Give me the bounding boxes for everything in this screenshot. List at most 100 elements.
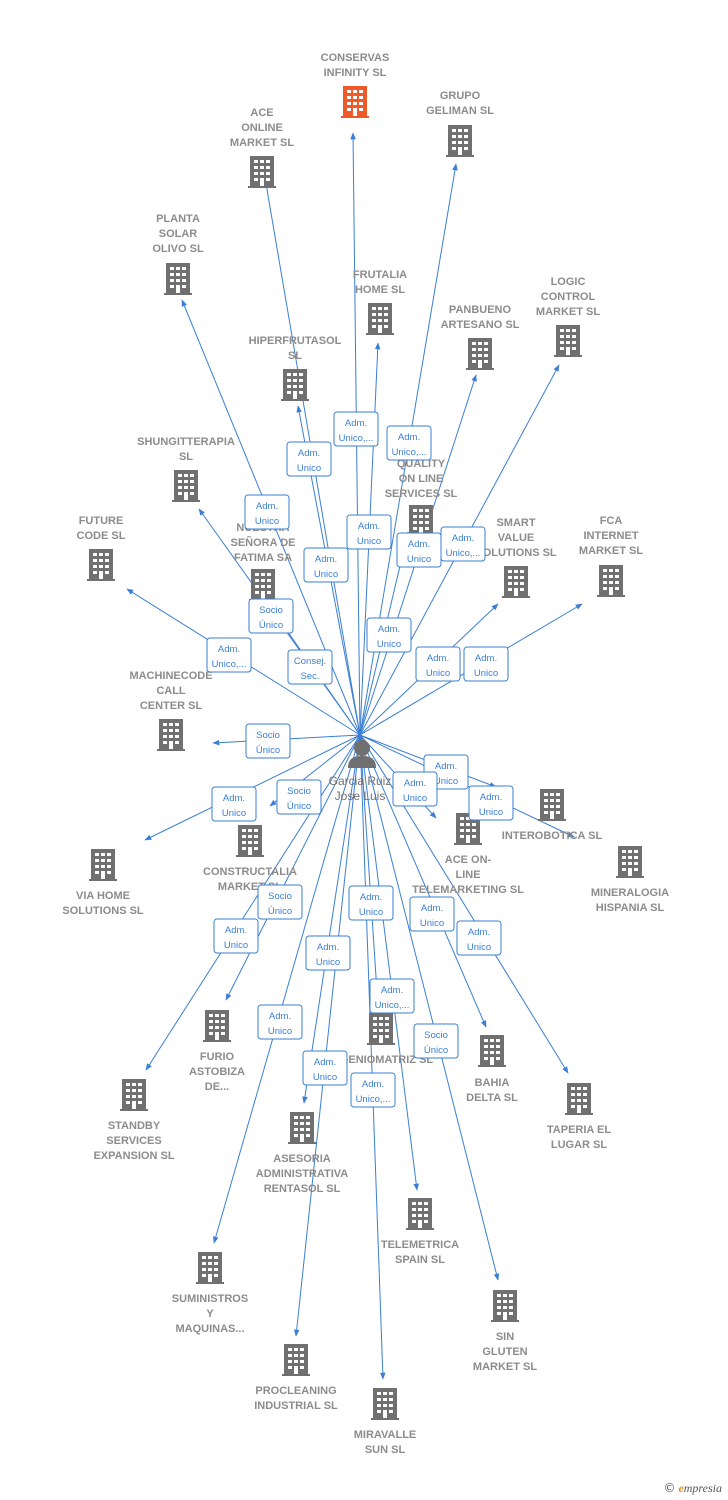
relation-label-line: Unico,... (356, 1094, 391, 1105)
relation-label[interactable]: Adm.Unico,... (350, 1072, 396, 1108)
relation-label[interactable]: Adm.Unico (456, 920, 502, 956)
relation-edge (213, 734, 361, 1244)
relation-label-line: Unico (316, 957, 340, 968)
company-node[interactable]: SUMINISTROSYMAQUINAS... (172, 1252, 248, 1335)
relation-label[interactable]: Adm.Unico (303, 547, 349, 583)
relation-label[interactable]: Adm.Unico (286, 441, 332, 477)
company-name-line: CENTER SL (140, 700, 203, 712)
relation-label-line: Socio (424, 1030, 448, 1041)
relation-label[interactable]: Adm.Unico (396, 532, 442, 568)
relation-label-box (302, 1050, 348, 1086)
company-name-line: LINE (455, 869, 480, 881)
company-name-line: MINERALOGIA (591, 887, 669, 899)
relation-label[interactable]: Adm.Unico,... (333, 411, 379, 447)
relation-label[interactable]: Adm.Unico (348, 885, 394, 921)
company-name-line: TELEMARKETING SL (412, 884, 524, 896)
company-name-line: INGENIOMATRIZ SL (329, 1054, 434, 1066)
company-name-line: MARKET SL (579, 545, 643, 557)
company-node[interactable]: INTEROBOTICA SL (502, 789, 603, 842)
relation-label-line: Unico,... (446, 548, 481, 559)
relation-label[interactable]: Adm.Unico (463, 646, 509, 682)
company-name-line: CODE SL (77, 530, 126, 542)
relation-label[interactable]: Adm.Unico,... (206, 637, 252, 673)
relation-label[interactable]: Adm.Unico (346, 514, 392, 550)
relation-label-box (366, 617, 412, 653)
company-name-line: TAPERIA EL (547, 1124, 611, 1136)
relation-label-line: Consej. (294, 656, 326, 667)
company-name-line: INDUSTRIAL SL (254, 1400, 338, 1412)
company-name-line: FRUTALIA (353, 269, 407, 281)
relation-label-line: Unico (222, 808, 246, 819)
relation-label[interactable]: Adm.Unico,... (369, 978, 415, 1014)
relation-label[interactable]: Adm.Unico (213, 918, 259, 954)
building-icon (288, 1112, 316, 1144)
building-icon (616, 846, 644, 878)
company-name-line: ASTOBIZA (189, 1066, 245, 1078)
company-name-line: MAQUINAS... (175, 1323, 244, 1335)
building-icon (406, 1198, 434, 1230)
company-node[interactable]: FURIOASTOBIZADE... (189, 1010, 245, 1093)
company-name-line: LOGIC (551, 276, 586, 288)
company-name-line: EXPANSION SL (93, 1150, 174, 1162)
relation-label-line: Adm. (421, 903, 443, 914)
relation-label[interactable]: Adm.Unico (392, 771, 438, 807)
relation-label[interactable]: Adm.Unico (257, 1004, 303, 1040)
relation-label[interactable]: Adm.Unico (415, 646, 461, 682)
relation-label[interactable]: Consej.Sec. (287, 649, 333, 685)
relation-label-box (350, 1072, 396, 1108)
building-icon (554, 325, 582, 357)
person-node[interactable]: Garcia Ruiz Jose Luis (329, 740, 392, 803)
relation-label[interactable]: Adm.Unico (302, 1050, 348, 1086)
brand-initial: e (678, 1481, 684, 1495)
building-icon (120, 1079, 148, 1111)
relation-label[interactable]: Adm.Unico (211, 786, 257, 822)
company-node[interactable]: INGENIOMATRIZ SL (329, 1013, 434, 1066)
relation-label[interactable]: Adm.Unico (244, 494, 290, 530)
building-icon (249, 569, 277, 601)
relation-label[interactable]: Adm.Unico (305, 935, 351, 971)
relation-label[interactable]: Adm.Unico (468, 785, 514, 821)
company-name-line: INTEROBOTICA SL (502, 830, 603, 842)
relation-label[interactable]: Adm.Unico (409, 896, 455, 932)
relation-label[interactable]: Adm.Unico (366, 617, 412, 653)
relation-label[interactable]: Adm.Unico,... (386, 425, 432, 461)
building-icon (538, 789, 566, 821)
relation-label-box (333, 411, 379, 447)
relation-label[interactable]: Adm.Unico,... (440, 526, 486, 562)
relation-label-line: Socio (256, 730, 280, 741)
relation-edge (359, 734, 419, 1191)
building-icon (203, 1010, 231, 1042)
